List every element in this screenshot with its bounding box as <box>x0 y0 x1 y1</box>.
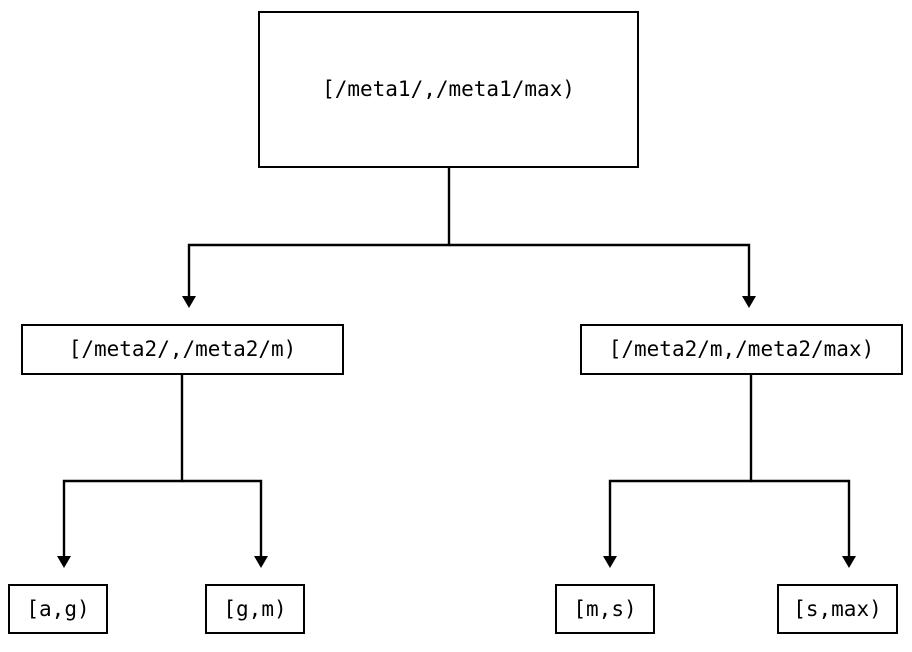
arrow-down-icon <box>57 556 71 568</box>
node-mid-right: [/meta2/m,/meta2/max) <box>580 324 903 375</box>
node-leaf-m-s-label: [m,s) <box>573 596 637 621</box>
arrow-down-icon <box>742 296 756 308</box>
edge-path <box>608 375 753 556</box>
edge-path <box>187 168 451 296</box>
node-mid-right-label: [/meta2/m,/meta2/max) <box>608 337 875 361</box>
edge-mid-right-to-leaf-4 <box>751 479 856 568</box>
edge-root-to-mid-right <box>449 243 756 308</box>
node-leaf-g-m-label: [g,m) <box>223 596 287 621</box>
edge-mid-left-to-leaf-1 <box>57 375 184 568</box>
node-leaf-s-max: [s,max) <box>777 584 898 634</box>
node-leaf-a-g: [a,g) <box>8 584 108 634</box>
edge-path <box>751 479 851 556</box>
node-leaf-m-s: [m,s) <box>555 584 655 634</box>
node-leaf-g-m: [g,m) <box>205 584 305 634</box>
edge-mid-left-to-leaf-2 <box>182 479 268 568</box>
node-root: [/meta1/,/meta1/max) <box>258 11 639 168</box>
edge-path <box>62 375 184 556</box>
arrow-down-icon <box>603 556 617 568</box>
edge-path <box>182 479 263 556</box>
edge-path <box>449 243 751 296</box>
arrow-down-icon <box>254 556 268 568</box>
edge-root-to-mid-left <box>182 168 451 308</box>
node-mid-left-label: [/meta2/,/meta2/m) <box>68 337 297 361</box>
edge-mid-right-to-leaf-3 <box>603 375 753 568</box>
node-leaf-s-max-label: [s,max) <box>793 596 882 621</box>
arrow-down-icon <box>842 556 856 568</box>
node-leaf-a-g-label: [a,g) <box>26 596 90 621</box>
node-mid-left: [/meta2/,/meta2/m) <box>21 324 344 375</box>
node-root-label: [/meta1/,/meta1/max) <box>322 77 575 101</box>
arrow-down-icon <box>182 296 196 308</box>
